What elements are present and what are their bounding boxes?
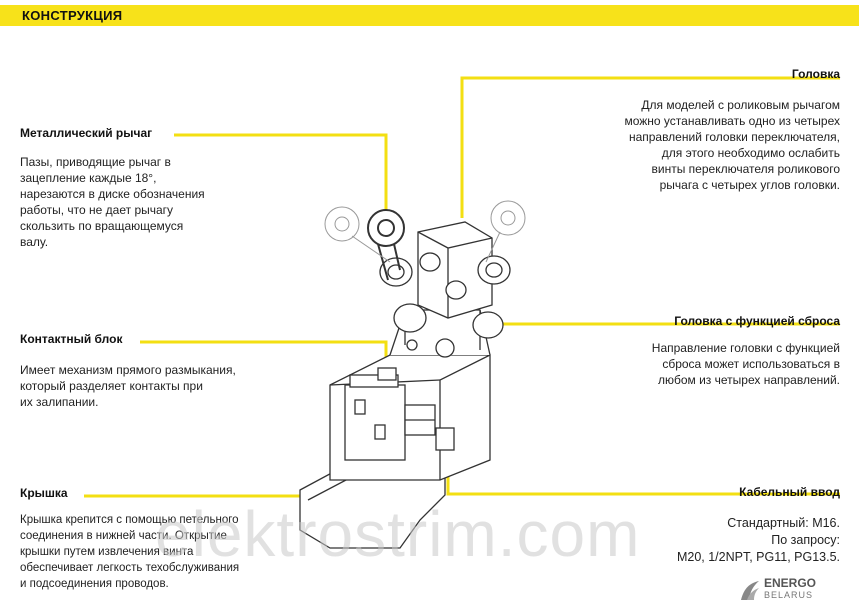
text-line: нарезаются в диске обозначения	[20, 187, 205, 201]
text-line: Крышка крепится с помощью петельного	[20, 514, 239, 526]
label-contact-block: Контактный блок	[20, 332, 123, 346]
text-line: Для моделей с роликовым рычагом	[641, 98, 840, 112]
text-line: соединения в нижней части. Открытие	[20, 530, 227, 542]
text-line: Имеет механизм прямого размыкания,	[20, 363, 236, 377]
text-head: Для моделей с роликовым рычагом можно ус…	[600, 97, 840, 193]
reset-knob-right	[472, 311, 504, 339]
label-head: Головка	[791, 67, 840, 81]
header-bar	[0, 5, 859, 26]
label-lever: Металлический рычаг	[20, 126, 153, 140]
text-line: сброса может использоваться в	[662, 357, 840, 371]
watermark: elektrostrim.com	[155, 498, 641, 570]
switch-drawing	[299, 209, 511, 549]
label-cover: Крышка	[20, 486, 68, 500]
head-block	[417, 221, 493, 319]
logo-text-bottom: BELARUS	[764, 590, 814, 600]
text-reset-head: Направление головки с функцией сброса мо…	[610, 340, 840, 388]
logo-arrow-icon	[741, 581, 759, 600]
contact-block	[344, 384, 406, 461]
text-line: рычага с четырех углов головки.	[659, 178, 840, 192]
leader-lever	[174, 133, 388, 220]
text-line: обеспечивает легкость техобслуживания	[20, 562, 240, 574]
text-line: M20, 1/2NPT, PG11, PG13.5.	[676, 550, 840, 564]
section-title: КОНСТРУКЦИЯ	[22, 8, 123, 23]
text-line: и подсоединения проводов.	[20, 578, 169, 590]
text-line: Стандартный: M16.	[727, 516, 840, 530]
cable-entry	[435, 427, 455, 451]
label-reset-head: Головка с функцией сброса	[674, 314, 840, 328]
text-line: работы, что не дает рычагу	[20, 203, 174, 217]
alt-roller-positions	[324, 200, 526, 263]
text-line: который разделяет контакты при	[20, 379, 203, 393]
text-line: крышки путем извлечения винта	[20, 546, 194, 558]
text-line: можно устанавливать одно из четырех	[624, 114, 840, 128]
text-line: любом из четырех направлений.	[657, 373, 840, 387]
text-line: направлений головки переключателя,	[628, 130, 840, 144]
text-line: их залипании.	[20, 395, 99, 409]
logo-text-top: ENERGO	[764, 576, 817, 590]
text-line: Направление головки с функцией	[651, 341, 840, 355]
text-line: Пазы, приводящие рычаг в	[20, 155, 171, 169]
leader-head	[460, 76, 840, 218]
text-lever: Пазы, приводящие рычаг в зацепление кажд…	[20, 154, 220, 250]
text-cable-entry: Стандартный: M16. По запросу: M20, 1/2NP…	[640, 515, 840, 566]
reset-knob-left	[393, 303, 427, 333]
text-line: валу.	[20, 235, 49, 249]
text-contact-block: Имеет механизм прямого размыкания, котор…	[20, 362, 260, 410]
text-line: для этого необходимо ослабить	[661, 146, 840, 160]
text-line: зацепление каждые 18°,	[20, 171, 157, 185]
text-line: винты переключателя роликового	[651, 162, 840, 176]
text-line: скользить по вращающемуся	[20, 219, 184, 233]
label-cable-entry: Кабельный ввод	[739, 485, 840, 499]
text-line: По запросу:	[771, 533, 840, 547]
energo-belarus-logo: ENERGO BELARUS	[738, 574, 848, 608]
text-cover: Крышка крепится с помощью петельного сое…	[20, 512, 260, 592]
